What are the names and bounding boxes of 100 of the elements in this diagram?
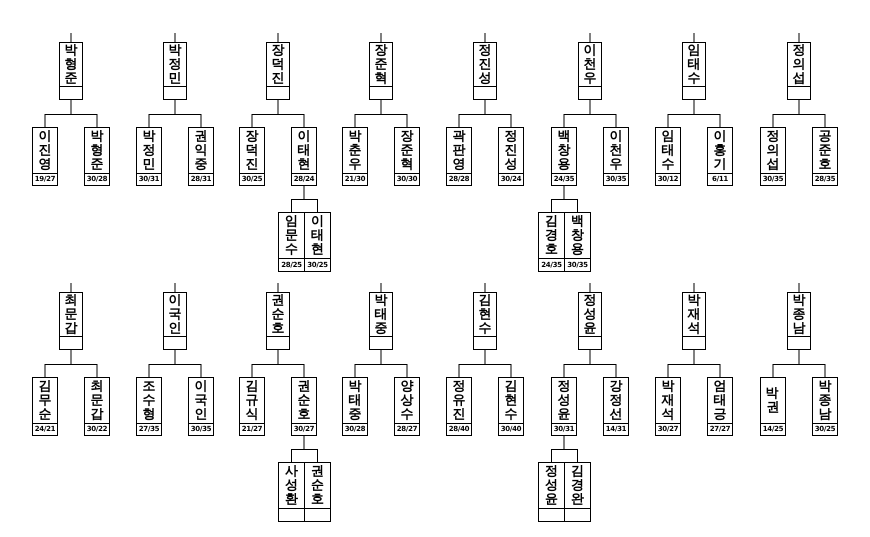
- connector-line: [174, 350, 202, 378]
- player-name: 정성윤: [582, 294, 598, 336]
- connector-line: [694, 350, 720, 378]
- connector-line: [564, 186, 578, 212]
- player-name: 박종남: [792, 294, 806, 336]
- player-name: 박종남: [818, 380, 832, 422]
- connector-line: [798, 350, 826, 378]
- name-box: [188, 127, 214, 186]
- name-box: [342, 377, 368, 436]
- name-box: [59, 292, 83, 350]
- player-name: 조수형: [142, 380, 156, 422]
- connector-line: [564, 436, 578, 462]
- name-box: [394, 377, 420, 436]
- player-name: 박춘우: [348, 130, 362, 172]
- player-name: 김경완: [570, 464, 585, 506]
- player-name: 권순호: [270, 294, 286, 336]
- player-name: 임문수: [284, 214, 299, 256]
- name-box: [59, 42, 83, 100]
- name-box: [163, 42, 187, 100]
- connector-line: [484, 100, 512, 128]
- name-box: [707, 377, 733, 436]
- player-name: 박태중: [348, 380, 362, 422]
- player-name: 장덕진: [270, 44, 286, 86]
- player-name: 엄태긍: [712, 380, 728, 422]
- name-box: [564, 462, 591, 522]
- name-box: [655, 377, 681, 436]
- connector-line: [70, 282, 72, 292]
- player-name: 사성환: [284, 464, 299, 506]
- connector-line: [278, 350, 304, 378]
- connector-line: [590, 100, 616, 128]
- name-box: [163, 292, 187, 350]
- player-name: 정성윤: [544, 464, 559, 506]
- name-box: [84, 377, 110, 436]
- player-name: 권순호: [310, 464, 325, 506]
- connector-line: [484, 32, 486, 42]
- player-name: 백창용: [570, 214, 585, 256]
- player-name: 김경호: [544, 214, 559, 256]
- player-name: 박태중: [374, 294, 388, 336]
- player-name: 박 권: [766, 386, 780, 414]
- name-box: [551, 127, 577, 186]
- name-box: [188, 377, 214, 436]
- name-box: [239, 127, 265, 186]
- player-name: 박형준: [64, 44, 78, 86]
- connector-line: [70, 100, 98, 128]
- player-name: 이진영: [38, 130, 52, 172]
- player-name: 정유진: [452, 380, 466, 422]
- name-box: [498, 377, 524, 436]
- name-box: [578, 42, 602, 100]
- name-box: [304, 462, 331, 522]
- connector-line: [380, 282, 382, 292]
- player-name: 이태현: [310, 214, 325, 256]
- player-name: 박재석: [660, 380, 676, 422]
- name-box: [655, 127, 681, 186]
- name-box: [578, 292, 602, 350]
- player-name: 박정민: [168, 44, 182, 86]
- player-name: 김규식: [244, 380, 260, 422]
- player-name: 이국인: [194, 380, 208, 422]
- name-box: [787, 292, 811, 350]
- player-name: 이국인: [168, 294, 182, 336]
- name-box: [812, 377, 838, 436]
- connector-line: [278, 100, 304, 128]
- player-name: 양상수: [400, 380, 414, 422]
- name-box: [136, 127, 162, 186]
- name-box: [278, 212, 305, 272]
- player-name: 장준혁: [400, 130, 414, 172]
- player-name: 박재석: [686, 294, 702, 336]
- name-box: [342, 127, 368, 186]
- name-box: [498, 127, 524, 186]
- player-name: 김현수: [504, 380, 518, 422]
- player-name: 장준혁: [374, 44, 388, 86]
- name-box: [446, 377, 472, 436]
- connector-line: [484, 282, 486, 292]
- player-name: 권익중: [194, 130, 208, 172]
- name-box: [682, 292, 706, 350]
- name-box: [473, 292, 497, 350]
- player-name: 장덕진: [244, 130, 260, 172]
- name-box: [551, 377, 577, 436]
- connector-line: [798, 100, 826, 128]
- name-box: [682, 42, 706, 100]
- connector-line: [70, 350, 98, 378]
- player-name: 임태수: [686, 44, 702, 86]
- player-name: 정의섭: [792, 44, 806, 86]
- name-box: [538, 462, 565, 522]
- player-name: 박정민: [142, 130, 156, 172]
- name-box: [760, 377, 786, 436]
- connector-line: [380, 100, 408, 128]
- player-name: 이태현: [296, 130, 312, 172]
- name-box: [278, 462, 305, 522]
- name-box: [369, 292, 393, 350]
- player-name: 임태수: [660, 130, 676, 172]
- name-box: [136, 377, 162, 436]
- name-box: [603, 377, 629, 436]
- player-name: 권순호: [296, 380, 312, 422]
- name-box: [291, 127, 317, 186]
- player-name: 정진성: [504, 130, 518, 172]
- name-box: [538, 212, 565, 272]
- connector-line: [174, 282, 176, 292]
- name-box: [266, 292, 290, 350]
- connector-line: [174, 32, 176, 42]
- player-name: 이홍기: [712, 130, 728, 172]
